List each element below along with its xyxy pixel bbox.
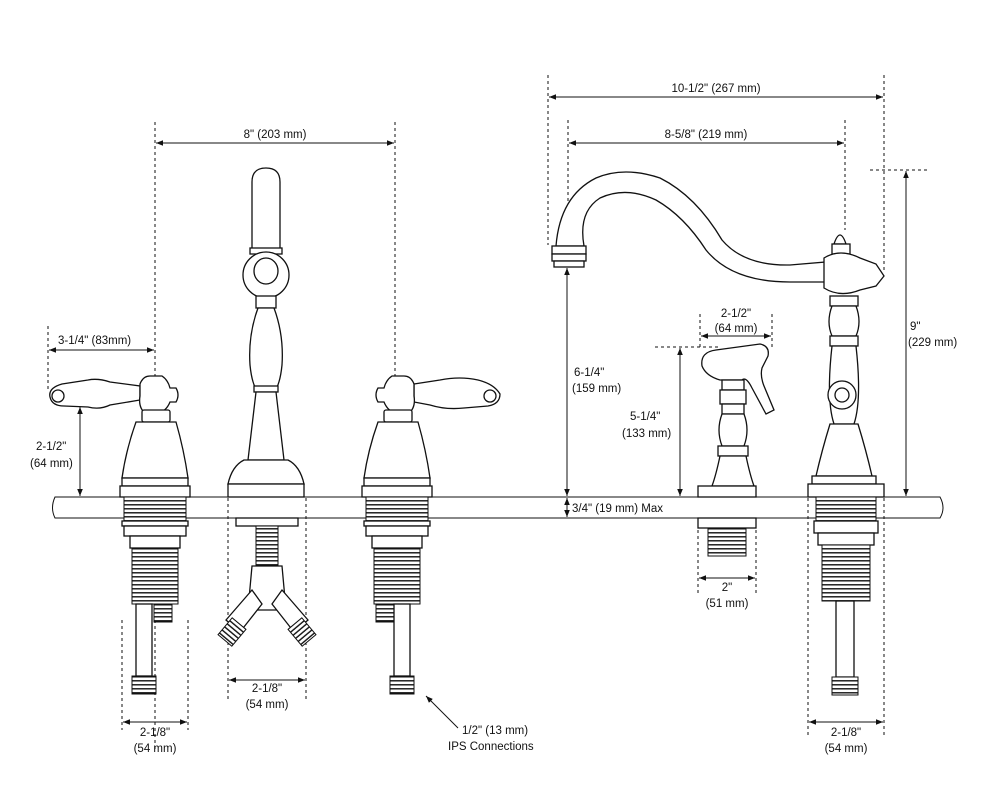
dim-sprayer-height-in: 5-1/4" [630,411,660,423]
dim-shank-left-mm: (54 mm) [134,743,177,755]
dim-sprayer-base-in: 2" [722,582,732,594]
spout-side-view [551,171,885,696]
dim-spout-reach: 8-5/8" (219 mm) [665,129,748,141]
callout-connection-size: 1/2" (13 mm) [462,725,528,737]
dim-sprayer-width-in: 2-1/2" [721,308,751,320]
dim-handle-reach: 3-1/4" (83mm) [58,335,131,347]
dimension-lines [49,94,909,729]
side-sprayer [697,343,775,557]
dim-shank-center-in: 2-1/8" [252,683,282,695]
callout-connection-type: IPS Connections [448,741,534,753]
dim-shank-right-in: 2-1/8" [831,727,861,739]
dim-overall-height-in: 9" [910,321,920,333]
left-handle-valve [49,375,191,695]
dim-sprayer-height-mm: (133 mm) [622,428,671,440]
dimension-labels: 8" (203 mm) 10-1/2" (267 mm) 8-5/8" (219… [30,83,957,755]
extension-lines [47,75,930,750]
dim-deck-thickness: 3/4" (19 mm) Max [572,503,663,515]
dim-shank-left-in: 2-1/8" [140,727,170,739]
dim-sprayer-width-mm: (64 mm) [715,323,758,335]
dim-spread: 8" (203 mm) [244,129,307,141]
dim-sprayer-base-mm: (51 mm) [706,598,749,610]
dim-handle-height-mm: (64 mm) [30,458,73,470]
dim-spout-height-in: 6-1/4" [574,367,604,379]
right-handle-valve [361,375,501,695]
dim-spout-reach-total: 10-1/2" (267 mm) [671,83,760,95]
center-spout-front [217,167,317,647]
dim-overall-height-mm: (229 mm) [908,337,957,349]
dim-shank-center-mm: (54 mm) [246,699,289,711]
dim-shank-right-mm: (54 mm) [825,743,868,755]
countertop [52,496,944,519]
dim-spout-height-mm: (159 mm) [572,383,621,395]
dim-handle-height-in: 2-1/2" [36,441,66,453]
